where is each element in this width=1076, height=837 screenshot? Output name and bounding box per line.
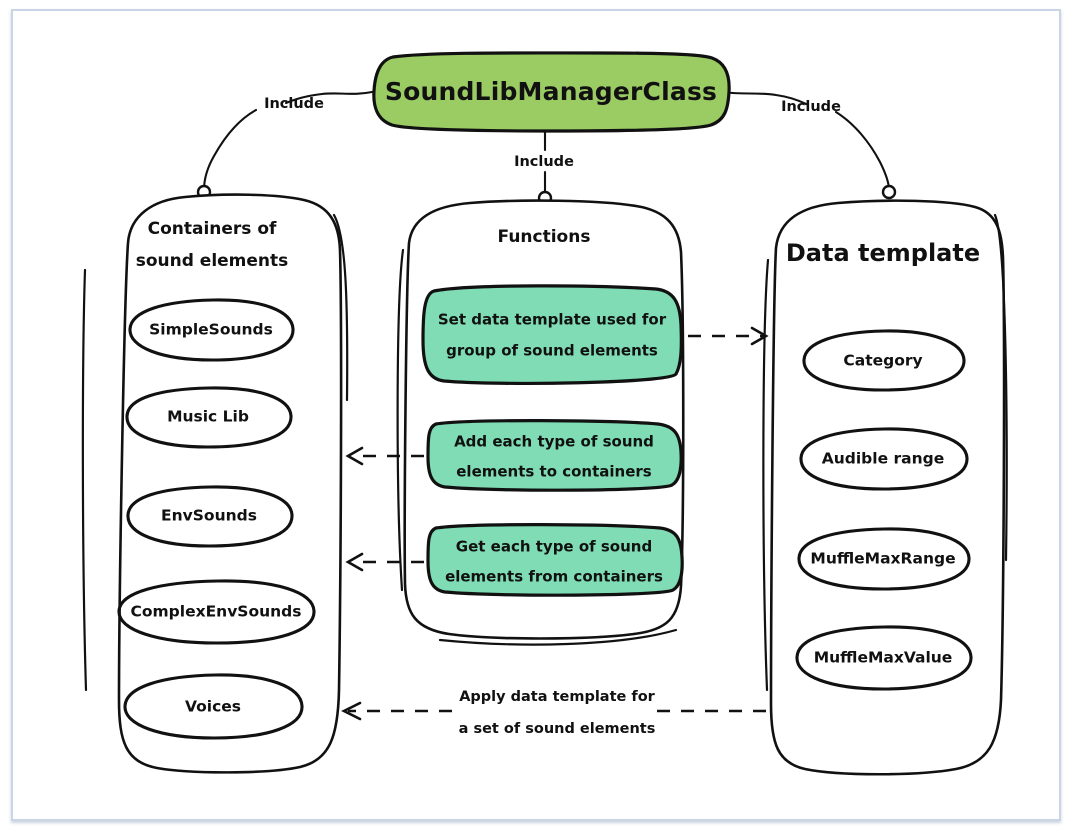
node-category[interactable]: Category <box>802 329 966 392</box>
node-complexenvsounds[interactable]: ComplexEnvSounds <box>117 579 316 645</box>
group-functions-heading: Functions <box>498 227 591 247</box>
node-mufflemaxrange[interactable]: MuffleMaxRange <box>797 527 971 591</box>
group-data-template[interactable]: Data template Category Audible range Muf… <box>762 199 1008 776</box>
function-set-data-template[interactable]: Set data template used for group of soun… <box>421 284 683 386</box>
function-get-elements[interactable]: Get each type of sound elements from con… <box>426 523 684 597</box>
include-connector-right-endpoint <box>881 184 897 200</box>
edge-set-data-template-to-data-template <box>688 326 769 346</box>
function-get-elements-line1: Get each type of sound <box>456 538 652 556</box>
title-box[interactable]: SoundLibManagerClass <box>372 51 731 133</box>
node-category-label: Category <box>843 352 922 370</box>
node-complexenvsounds-label: ComplexEnvSounds <box>130 603 301 621</box>
edge-apply-data-template: Apply data template for a set of sound e… <box>341 689 766 737</box>
edge-get-elements-from-containers <box>345 552 424 572</box>
function-add-elements[interactable]: Add each type of sound elements to conta… <box>426 419 683 492</box>
node-envsounds[interactable]: EnvSounds <box>126 485 294 548</box>
edge-apply-data-template-line2: a set of sound elements <box>459 721 656 737</box>
node-envsounds-label: EnvSounds <box>161 507 257 525</box>
node-mufflemaxrange-label: MuffleMaxRange <box>810 550 955 568</box>
include-label-left: Include <box>264 96 324 112</box>
include-connector-right <box>720 90 897 200</box>
include-label-right: Include <box>781 99 841 115</box>
group-data-template-heading: Data template <box>786 239 980 267</box>
function-set-data-template-line2: group of sound elements <box>446 342 658 360</box>
group-functions[interactable]: Functions Set data template used for gro… <box>396 199 685 646</box>
node-mufflemaxvalue-label: MuffleMaxValue <box>814 649 953 667</box>
edge-apply-data-template-line1: Apply data template for <box>459 689 655 705</box>
node-audible-range-label: Audible range <box>822 450 945 468</box>
node-simplesounds[interactable]: SimpleSounds <box>128 298 295 362</box>
function-add-elements-line1: Add each type of sound <box>454 433 654 451</box>
node-simplesounds-label: SimpleSounds <box>149 321 273 339</box>
include-label-center: Include <box>514 154 574 170</box>
node-music-lib-label: Music Lib <box>167 408 249 426</box>
node-music-lib[interactable]: Music Lib <box>125 386 293 449</box>
node-voices[interactable]: Voices <box>123 673 304 740</box>
node-mufflemaxvalue[interactable]: MuffleMaxValue <box>795 625 973 691</box>
group-containers-of-sound-elements[interactable]: Containers of sound elements SimpleSound… <box>81 193 349 774</box>
group-containers-heading-line1: Containers of <box>148 219 277 239</box>
function-get-elements-line2: elements from containers <box>445 568 663 586</box>
group-containers-heading-line2: sound elements <box>136 251 289 271</box>
node-voices-label: Voices <box>185 698 241 716</box>
function-add-elements-line2: elements to containers <box>456 463 652 481</box>
title-label: SoundLibManagerClass <box>385 77 717 106</box>
include-connector-left <box>196 90 374 200</box>
edge-add-elements-to-containers <box>345 446 424 466</box>
node-audible-range[interactable]: Audible range <box>799 427 969 491</box>
function-set-data-template-line1: Set data template used for <box>438 311 667 329</box>
